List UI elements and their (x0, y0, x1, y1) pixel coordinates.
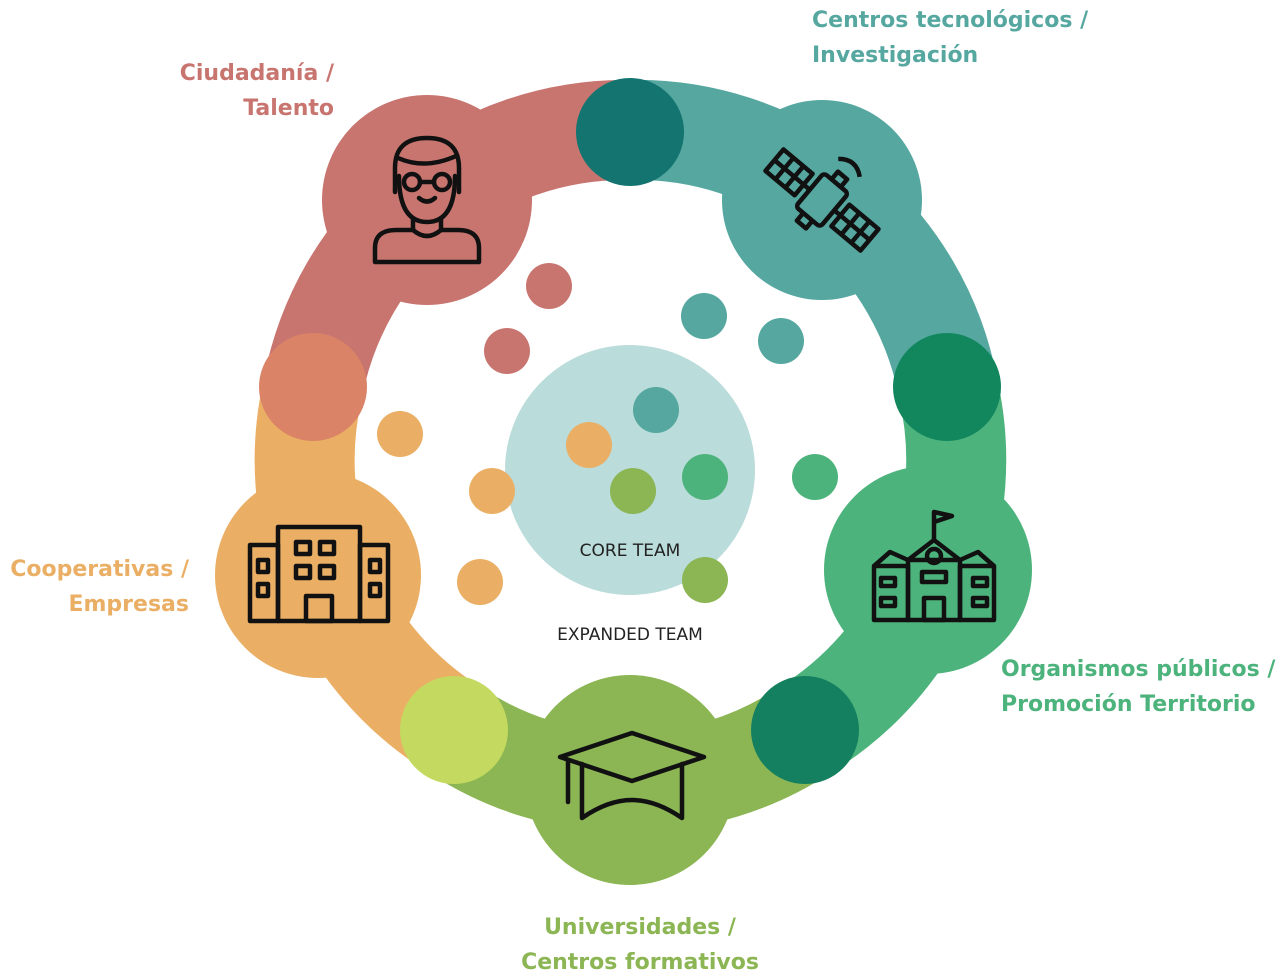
member-dot (633, 387, 679, 433)
expanded-team-label: EXPANDED TEAM (557, 625, 703, 645)
member-dot (610, 468, 656, 514)
core-team-dots (566, 387, 728, 603)
joint-tecnologicos-organismos (893, 333, 1001, 441)
label-ciudadania: Ciudadanía / Talento (179, 61, 334, 121)
graduation-cap-icon (557, 730, 707, 821)
public-building-icon (871, 509, 997, 623)
label-universidades: Universidades / Centros formativos (521, 915, 759, 975)
joint-cooperativas-ciudadania (259, 333, 367, 441)
member-dot (484, 328, 530, 374)
expanded-team-dots (377, 263, 838, 605)
joint-universidades-cooperativas (400, 676, 508, 784)
member-dot (681, 293, 727, 339)
member-dot (682, 454, 728, 500)
person-with-glasses-icon (372, 135, 482, 265)
label-cooperativas: Cooperativas / Empresas (10, 557, 189, 617)
joint-organismos-universidades (751, 676, 859, 784)
office-building-icon (247, 524, 391, 624)
bubble-centros-tecnologicos (722, 100, 922, 300)
label-centros-tecnologicos: Centros tecnológicos / Investigación (812, 8, 1089, 68)
member-dot (469, 468, 515, 514)
member-dot (758, 318, 804, 364)
member-dot (792, 454, 838, 500)
member-dot (566, 422, 612, 468)
member-dot (457, 559, 503, 605)
label-organismos-publicos: Organismos públicos / Promoción Territor… (1001, 657, 1276, 717)
member-dot (682, 557, 728, 603)
member-dot (377, 411, 423, 457)
core-team-label: CORE TEAM (579, 541, 681, 561)
satellite-icon (763, 147, 881, 253)
joint-circles (259, 78, 1001, 784)
member-dot (526, 263, 572, 309)
joint-ciudadania-tecnologicos (576, 78, 684, 186)
